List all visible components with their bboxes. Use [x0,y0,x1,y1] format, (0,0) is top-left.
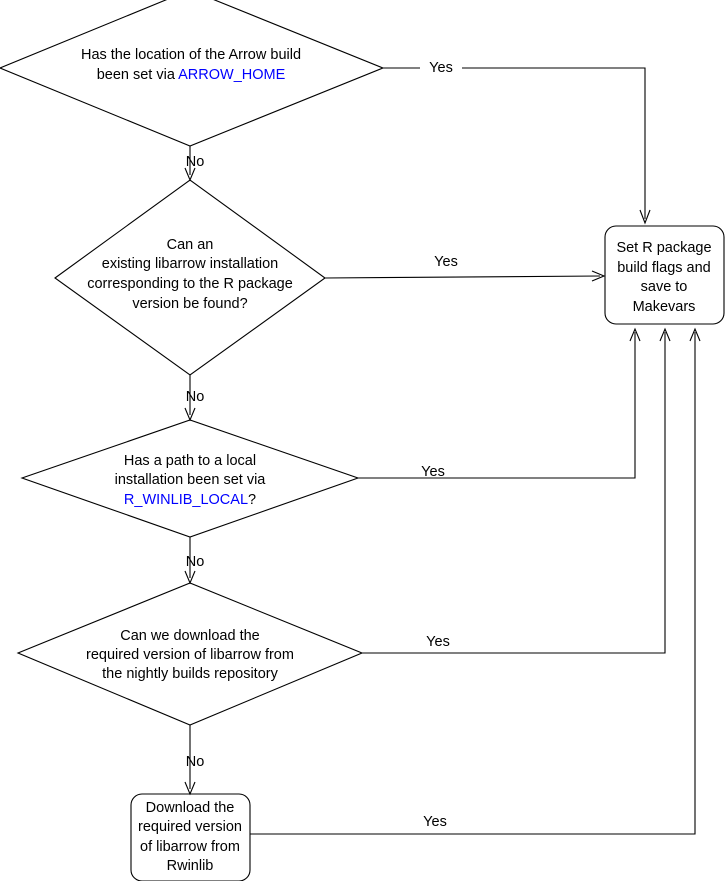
edge-arrow-home-yes: Yes [383,60,651,225]
edge-existing-libarrow-no: No [184,375,205,422]
node-label-set-makevars-line1: Set R package [616,240,711,256]
node-label-winlib-local-line3: R_WINLIB_LOCAL? [124,492,256,508]
arrowhead-winlib-local-no [184,570,196,585]
node-nightly-builds-decision[interactable]: Can we download the required version of … [16,582,364,726]
node-label-winlib-local-line2: installation been set via [115,472,267,488]
node-label-download-rwinlib-line2: required version [138,819,242,835]
node-label-existing-libarrow-line2: existing libarrow installation [102,256,279,272]
node-winlib-local-decision[interactable]: Has a path to a local installation been … [20,419,360,538]
node-existing-libarrow-decision[interactable]: Can an existing libarrow installation co… [54,179,326,376]
node-arrow-home-decision[interactable]: Has the location of the Arrow build been… [0,0,385,147]
edge-winlib-local-no: No [184,537,205,585]
edge-existing-libarrow-yes: Yes [324,254,606,282]
edge-path-rwinlib-yes [250,332,696,835]
node-label-arrow-home-line2: been set via ARROW_HOME [97,67,286,83]
node-label-download-rwinlib-line4: Rwinlib [167,858,214,874]
edge-nightly-no: No [184,725,205,796]
edge-label-existing-libarrow-yes: Yes [434,254,458,270]
node-label-existing-libarrow-line3: corresponding to the R package [87,276,293,292]
arrowhead-existing-libarrow-yes [591,270,606,282]
node-label-download-rwinlib-line3: of libarrow from [140,839,240,855]
edge-rwinlib-yes: Yes [250,327,701,835]
node-label-set-makevars-line4: Makevars [633,299,696,315]
edge-winlib-local-yes: Yes [358,327,641,480]
edge-label-winlib-local-no: No [186,554,205,570]
edge-label-nightly-yes: Yes [426,634,450,650]
node-download-rwinlib-process[interactable]: Download the required version of libarro… [130,793,251,881]
edge-label-rwinlib-yes: Yes [423,814,447,830]
arrowhead-rwinlib-yes [689,327,701,342]
node-label-download-rwinlib-line1: Download the [146,800,235,816]
node-set-makevars-process[interactable]: Set R package build flags and save to Ma… [604,225,725,325]
edge-label-existing-libarrow-no: No [186,389,205,405]
node-label-set-makevars-line3: save to [641,279,688,295]
rounded-rect-set-makevars [604,225,725,325]
node-label-nightly-line1: Can we download the [120,628,259,644]
edge-path-nightly-yes [362,332,666,654]
edge-label-nightly-no: No [186,754,205,770]
edge-label-winlib-local-yes: Yes [421,464,445,480]
arrowhead-arrow-home-yes [639,209,651,225]
node-label-arrow-home-line1: Has the location of the Arrow build [81,47,301,63]
node-label-nightly-line3: the nightly builds repository [102,666,278,682]
arrowhead-existing-libarrow-no [184,407,196,422]
edge-nightly-yes: Yes [362,327,671,654]
node-label-existing-libarrow-line1: Can an [167,237,214,253]
edge-label-arrow-home-yes: Yes [429,60,453,76]
node-label-nightly-line2: required version of libarrow from [86,647,294,663]
edge-path-winlib-local-yes [358,332,636,479]
arrowhead-nightly-yes [659,327,671,342]
edge-arrow-home-no: No [184,146,205,182]
arrowhead-nightly-no [184,781,196,796]
edge-path-existing-libarrow-yes [324,275,601,279]
edge-path-arrow-home-yes [383,67,646,219]
node-label-winlib-local-line1: Has a path to a local [124,453,256,469]
arrowhead-winlib-local-yes [629,327,641,342]
edge-label-arrow-home-no: No [186,154,205,170]
node-label-set-makevars-line2: build flags and [617,260,711,276]
node-label-existing-libarrow-line4: version be found? [132,296,247,312]
arrowhead-arrow-home-no [184,167,196,182]
